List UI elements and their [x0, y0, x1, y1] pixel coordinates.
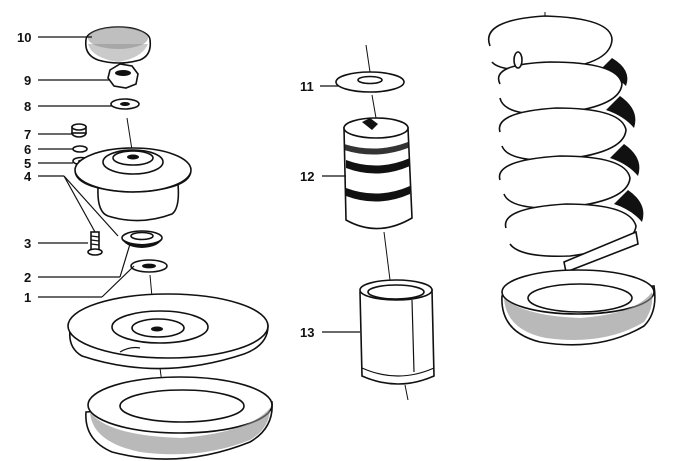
part-3-bolt	[87, 231, 103, 256]
callout-1: 1	[24, 290, 31, 305]
part-12-bump-stop	[343, 117, 413, 230]
callout-10: 10	[17, 30, 31, 45]
callout-4: 4	[24, 169, 32, 184]
part-7-small-nut	[71, 123, 87, 138]
callout-6: 6	[24, 142, 31, 157]
axis-line	[404, 384, 409, 401]
leader-lines	[38, 36, 360, 333]
spring-seat-pad	[501, 269, 656, 346]
part-10-cap	[84, 26, 152, 64]
part-2-bearing	[121, 230, 163, 248]
callout-2: 2	[24, 270, 31, 285]
part-6-lock-washer	[72, 145, 88, 153]
upper-spring-pad	[67, 293, 269, 370]
part-11-washer	[335, 71, 405, 93]
axis-line	[365, 44, 371, 73]
coil-spring	[487, 15, 644, 274]
axis-line	[126, 117, 133, 151]
part-9-nut	[107, 63, 139, 89]
strut-mount	[74, 147, 192, 222]
callout-12: 12	[300, 169, 314, 184]
part-1-washer	[130, 259, 168, 273]
callout-5: 5	[24, 156, 31, 171]
axis-line	[371, 94, 377, 119]
callout-7: 7	[24, 127, 31, 142]
part-13-protective-tube	[359, 279, 435, 385]
callout-3: 3	[24, 236, 31, 251]
callout-11: 11	[300, 79, 314, 94]
part-8-washer	[110, 98, 140, 110]
callout-8: 8	[24, 99, 31, 114]
lower-rubber-pad	[85, 376, 273, 460]
callout-13: 13	[300, 325, 314, 340]
callout-9: 9	[24, 73, 31, 88]
